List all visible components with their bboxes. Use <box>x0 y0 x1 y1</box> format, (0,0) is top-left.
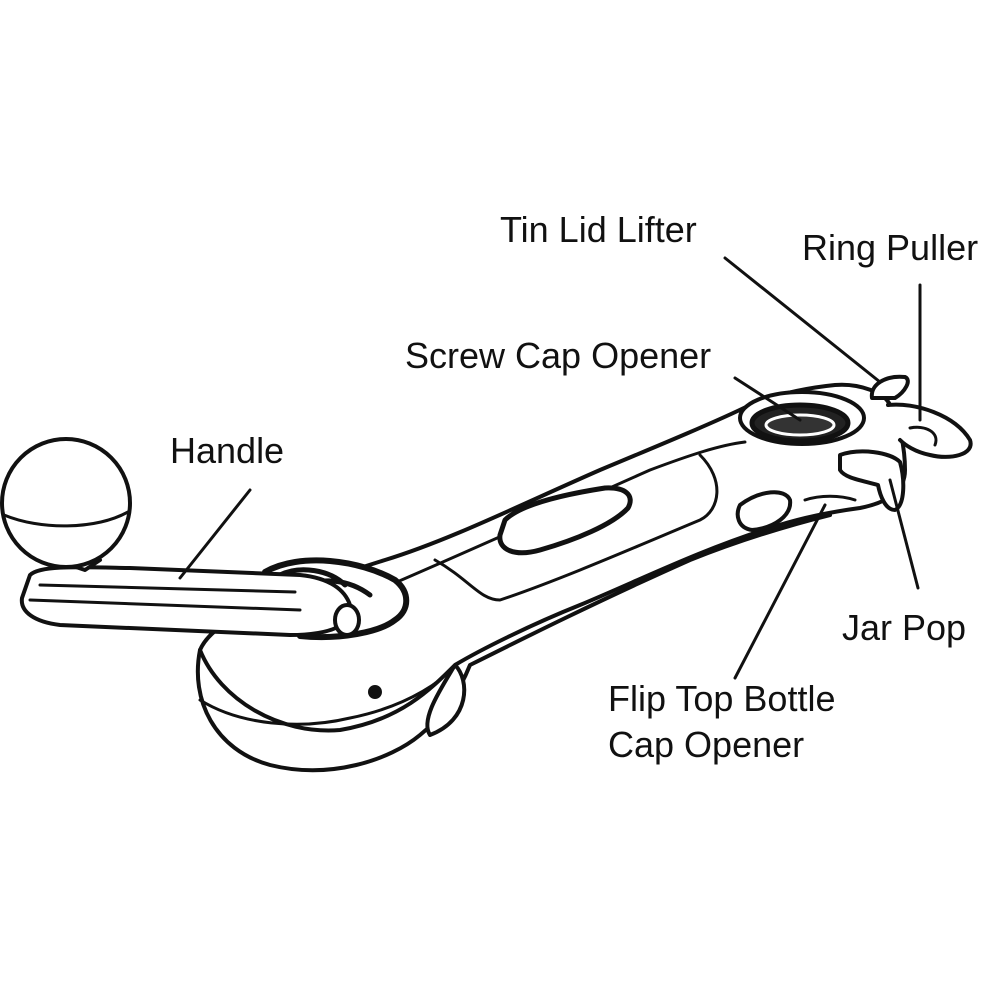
leader-flip-top <box>733 503 827 680</box>
handle-arm-line-1 <box>28 598 302 612</box>
handle-knob-seam <box>2 510 130 528</box>
label-flip-top-bottle-cap-opener: Flip Top Bottle Cap Opener <box>608 676 835 768</box>
leader-screw-cap-opener <box>733 376 802 422</box>
leader-tin-lid-lifter <box>723 256 882 384</box>
center-slot <box>497 485 633 556</box>
leader-handle <box>178 488 252 580</box>
label-jar-pop: Jar Pop <box>842 607 967 648</box>
label-flip-top-line-1: Flip Top Bottle <box>608 678 836 719</box>
pivot-rivet <box>333 603 361 637</box>
handle-arm-line-2 <box>38 583 297 594</box>
label-handle: Handle <box>170 430 285 471</box>
opener-lower-band <box>198 678 442 726</box>
leader-jar-pop <box>888 478 920 590</box>
screw-cap-opener-core <box>764 413 836 437</box>
label-tin-lid-lifter: Tin Lid Lifter <box>500 209 697 250</box>
flip-top-opener <box>735 490 793 532</box>
opener-body-inner-line-2 <box>433 453 719 602</box>
ring-puller-inner <box>908 425 938 447</box>
jar-pop <box>838 449 906 512</box>
label-flip-top-line-2: Cap Opener <box>608 724 805 765</box>
small-hole <box>368 685 382 699</box>
handle-knob <box>0 437 132 569</box>
flip-top-notch <box>803 494 857 502</box>
opener-body <box>198 382 907 733</box>
label-screw-cap-opener: Screw Cap Opener <box>405 335 712 376</box>
label-ring-puller: Ring Puller <box>802 227 979 268</box>
